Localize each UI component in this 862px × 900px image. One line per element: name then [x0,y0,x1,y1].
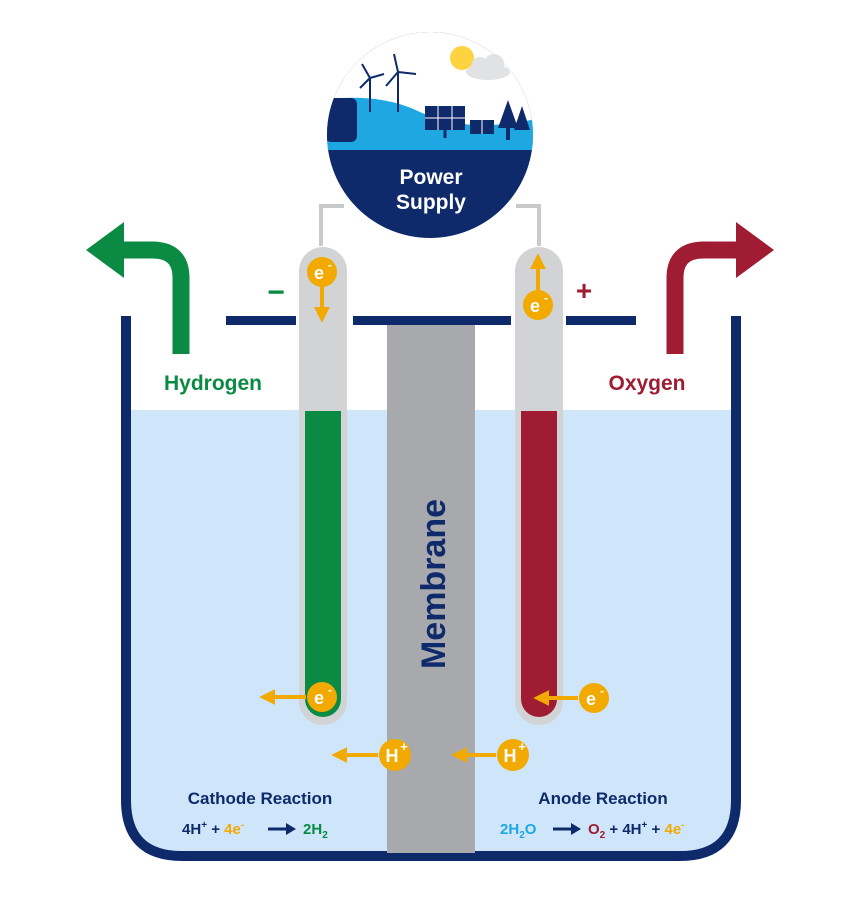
minus-sign: − [267,276,285,309]
anode-reaction-reactant: 2H2O [500,821,537,841]
oxygen-arrow [666,241,740,354]
cathode-reaction-title: Cathode Reaction [188,789,333,808]
svg-text:+: + [518,739,526,754]
anode-electrode [515,247,563,725]
svg-text:-: - [328,683,332,697]
pine-tree-icon [498,100,530,140]
anode-reaction-title: Anode Reaction [538,789,667,808]
svg-text:H: H [386,746,399,766]
anode-bar [566,316,636,325]
cathode-bar [226,316,296,325]
proton-icon: H + [497,739,529,771]
hydrogen-arrow [118,241,190,354]
svg-text:e: e [314,263,324,283]
cloud-icon [466,54,510,80]
cathode-reaction-equation: 4H+ + 4e- [182,820,244,838]
center-bar [353,316,511,325]
electron-icon: e - [307,682,337,712]
membrane-label: Membrane [415,499,453,669]
tank [121,316,741,861]
cathode-electrode [299,247,347,725]
solar-panel-icon [425,106,494,138]
sun-icon [450,46,474,70]
svg-text:e: e [586,689,596,709]
svg-text:e: e [530,296,540,316]
svg-text:-: - [328,258,332,272]
hydrogen-arrowhead [86,222,124,278]
electron-icon: e - [523,290,553,320]
svg-text:-: - [600,684,604,698]
plus-sign: + [576,275,592,306]
proton-icon: H + [379,739,411,771]
power-supply-line1: Power [399,166,462,189]
anode-reaction-products: O2 + 4H+ + 4e- [588,820,685,841]
electron-icon: e - [579,683,609,713]
wire-right [516,204,541,246]
svg-text:e: e [314,688,324,708]
electron-icon: e - [307,257,337,287]
svg-text:-: - [544,291,548,305]
svg-text:+: + [400,739,408,754]
wind-turbine-icon [359,53,417,112]
wire-left [319,204,344,246]
cathode-reaction-product: 2H2 [303,821,328,841]
oxygen-arrowhead [736,222,774,278]
hydrogen-label: Hydrogen [164,372,262,395]
arrow-icon [259,253,578,763]
power-supply-line2: Supply [396,191,466,214]
power-supply: Power Supply [327,32,533,238]
oxygen-label: Oxygen [608,372,685,395]
svg-text:H: H [504,746,517,766]
